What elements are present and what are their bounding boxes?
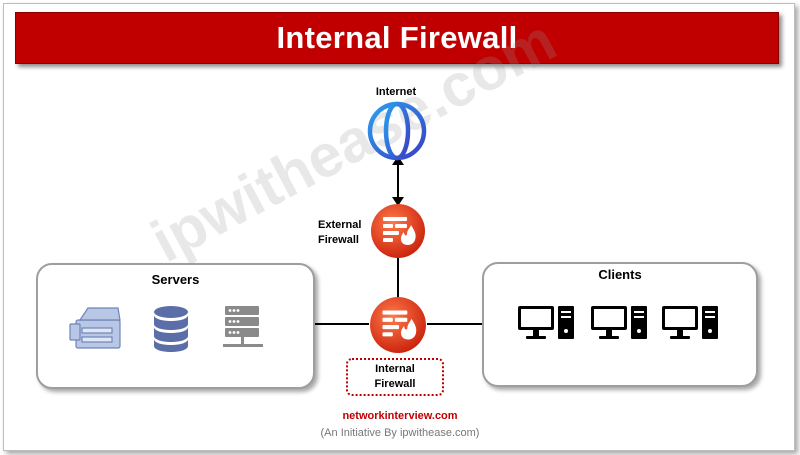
external-firewall-label-line2: Firewall — [318, 234, 359, 246]
internet-to-external-link — [397, 160, 399, 202]
title-banner: Internal Firewall — [15, 12, 779, 64]
printer-icon — [69, 307, 121, 349]
desktop-computer-icon — [518, 306, 574, 339]
internet-label: Internet — [375, 86, 417, 98]
database-icon — [154, 306, 188, 352]
desktop-computer-icon — [662, 306, 718, 339]
servers-label: Servers — [151, 272, 200, 287]
firewall-icon — [370, 297, 426, 353]
internal-to-clients-link — [427, 323, 482, 325]
internal-firewall-label: Internal Firewall — [346, 358, 444, 396]
firewall-icon — [371, 204, 425, 258]
arrowheads-icon — [392, 156, 404, 206]
server-rack-icon — [223, 306, 263, 347]
internal-firewall-label-line1: Internal — [375, 363, 415, 375]
desktop-computer-icon — [591, 306, 647, 339]
page-title: Internal Firewall — [276, 20, 518, 55]
clients-label: Clients — [598, 267, 642, 282]
external-to-internal-link — [397, 258, 399, 300]
servers-to-internal-link — [311, 323, 369, 325]
internal-firewall-label-line2: Firewall — [374, 378, 416, 390]
footer-site: networkinterview.com — [342, 410, 458, 422]
footer-initiative: (An Initiative By ipwithease.com) — [320, 427, 480, 439]
external-firewall-label-line1: External — [318, 219, 362, 231]
globe-icon — [367, 101, 427, 161]
external-firewall-label: External Firewall — [318, 218, 368, 248]
